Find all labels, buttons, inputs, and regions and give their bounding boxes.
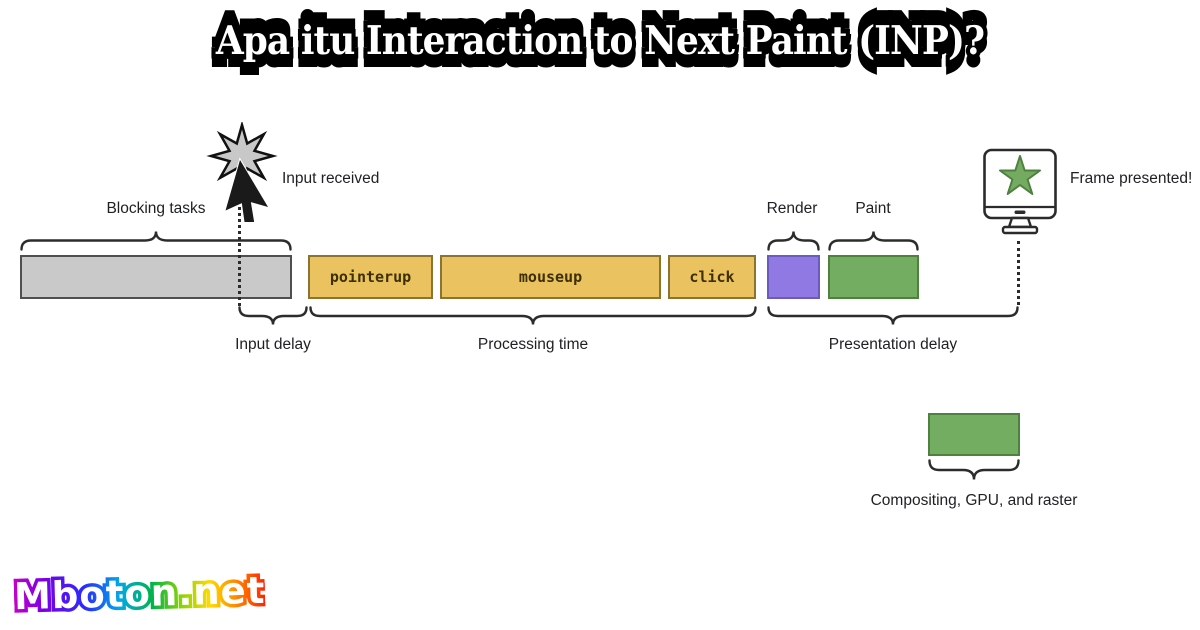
paint-brace	[828, 231, 919, 251]
event-label-pointerup: pointerup	[329, 268, 412, 286]
paint-bar	[828, 255, 919, 299]
processing-time-label: Processing time	[477, 336, 589, 353]
frame-star-shape	[999, 155, 1041, 195]
input-received-label: Input received	[282, 170, 380, 187]
render-bar	[767, 255, 820, 299]
site-logo: Mboton.net	[10, 565, 269, 622]
input-delay-label: Input delay	[235, 336, 311, 353]
compositing-label: Compositing, GPU, and raster	[870, 492, 1078, 509]
event-bar-click: click	[668, 255, 756, 299]
processing-time-brace	[309, 306, 757, 325]
page-title-echo: Apa itu Interaction to Next Paint (INP)?	[212, 3, 989, 57]
paint-label: Paint	[855, 200, 891, 217]
blocking-task-bar	[20, 255, 292, 299]
event-label-click: click	[689, 268, 735, 286]
blocking-tasks-brace	[20, 231, 292, 251]
compositing-bar	[928, 413, 1020, 456]
page-title: Apa itu Interaction to Next Paint (INP)?…	[48, 3, 1152, 77]
input-time-dotted-line	[238, 196, 241, 306]
mouse-cursor-icon	[223, 157, 271, 222]
click-burst-icon	[206, 122, 278, 222]
event-bar-pointerup: pointerup	[308, 255, 433, 299]
render-brace	[767, 231, 820, 251]
page-title-text: Apa itu Interaction to Next Paint (INP)?	[215, 18, 985, 64]
site-logo-text: Mboton.net	[10, 565, 269, 622]
render-label: Render	[766, 200, 818, 217]
frame-time-dotted-line	[1017, 241, 1020, 305]
blocking-tasks-label: Blocking tasks	[106, 200, 206, 217]
event-bar-mouseup: mouseup	[440, 255, 661, 299]
page-title-outline: Apa itu Interaction to Next Paint (INP)?	[212, 14, 990, 69]
compositing-brace	[928, 459, 1020, 480]
event-label-mouseup: mouseup	[518, 268, 583, 286]
monitor-with-star-icon	[983, 148, 1057, 235]
frame-presented-label: Frame presented!	[1070, 170, 1193, 187]
presentation-delay-label: Presentation delay	[828, 336, 958, 353]
input-delay-brace	[238, 306, 308, 325]
page-title-echo-2: Apa itu Interaction to Next Paint (INP)?	[212, 23, 989, 77]
presentation-delay-brace	[767, 306, 1019, 325]
